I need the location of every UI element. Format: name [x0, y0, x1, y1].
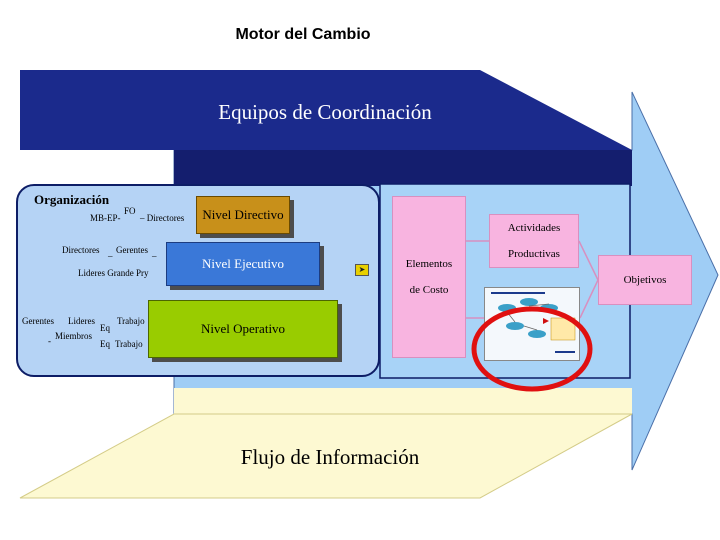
- org-row2-sep: –: [108, 251, 113, 261]
- connector-thumb-objetivos: [579, 279, 599, 319]
- elementos-label-2: de Costo: [409, 284, 449, 296]
- org-row2-a: Directores: [62, 245, 100, 255]
- actividades-productivas-box: Actividades Productivas: [489, 214, 579, 268]
- nivel-directivo-label: Nivel Directivo: [202, 207, 284, 222]
- objetivos-box: Objetivos: [598, 255, 692, 305]
- bottom-banner-label: Flujo de Información: [240, 445, 420, 469]
- org-row2-sep2: –: [152, 251, 157, 261]
- nivel-directivo-box: Nivel Directivo: [196, 196, 290, 234]
- actividades-label-2: Productivas: [508, 248, 560, 260]
- nivel-ejecutivo-label: Nivel Ejecutivo: [202, 256, 284, 271]
- org-row3-lideres: Lideres: [68, 316, 95, 326]
- org-row1-sup: FO: [124, 206, 136, 216]
- diagram-title: Motor del Cambio: [235, 26, 371, 43]
- org-row1-a: MB-EP-: [90, 213, 121, 223]
- org-row3-gerentes: Gerentes: [22, 316, 54, 326]
- nivel-operativo-label: Nivel Operativo: [200, 321, 286, 336]
- organizacion-title: Organización: [34, 192, 110, 207]
- bottom-band: [174, 388, 632, 414]
- org-row3-miembros: Miembros: [55, 331, 92, 341]
- top-banner-lower: [174, 150, 632, 186]
- org-row3-trabajo2: Trabajo: [115, 339, 143, 349]
- objetivos-label: Objetivos: [623, 274, 667, 286]
- org-row1-b: – Directores: [140, 213, 185, 223]
- elementos-de-costo-box: Elementos de Costo: [392, 196, 466, 358]
- org-row3-eq2: Eq: [100, 339, 110, 349]
- nav-arrow-icon[interactable]: ➤: [355, 264, 369, 276]
- nivel-operativo-box: Nivel Operativo: [148, 300, 338, 358]
- bottom-banner-shape: [19, 413, 633, 499]
- org-row3-trabajo1: Trabajo: [117, 316, 145, 326]
- highlight-circle: [471, 306, 593, 392]
- org-row2-b: Gerentes: [116, 245, 148, 255]
- actividades-label-1: Actividades: [507, 222, 561, 234]
- nivel-ejecutivo-box: Nivel Ejecutivo: [166, 242, 320, 286]
- elementos-label-1: Elementos: [405, 258, 453, 270]
- connector-actividades-objetivos: [578, 240, 599, 281]
- org-row3-dash: -: [48, 336, 51, 346]
- thumbnail-diagram: [485, 288, 579, 360]
- org-row2-c: Lideres Grande Pry: [78, 268, 149, 278]
- org-row3-eq1: Eq: [100, 323, 110, 333]
- top-banner-label: Equipos de Coordinación: [218, 100, 432, 124]
- process-thumbnail: [484, 287, 580, 361]
